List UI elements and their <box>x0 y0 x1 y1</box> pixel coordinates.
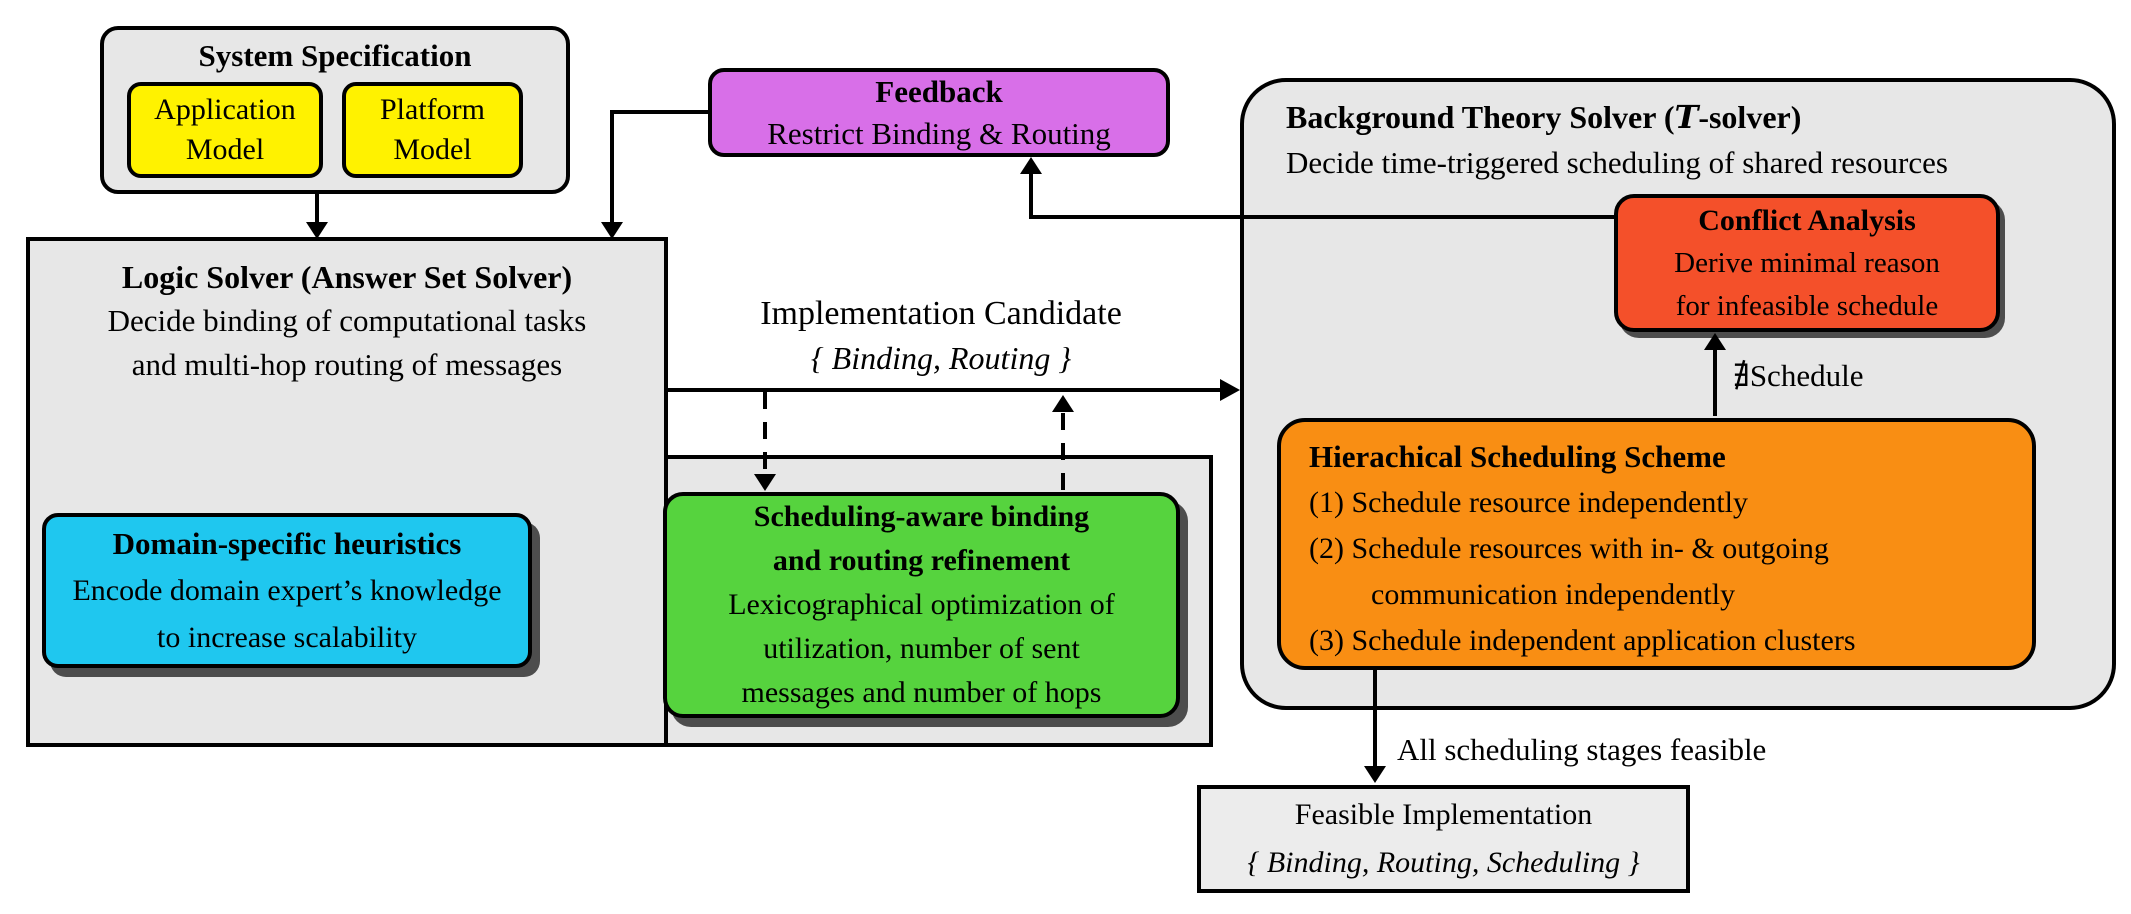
no-schedule-label: ∄Schedule <box>1733 358 1864 393</box>
feedback-box: Feedback Restrict Binding & Routing <box>708 68 1170 157</box>
implementation-candidate-line1: Implementation Candidate <box>760 295 1122 332</box>
all-stages-feasible-label: All scheduling stages feasible <box>1397 732 1767 767</box>
arrow-feedback-to-logic-solver <box>601 110 708 239</box>
conflict-analysis-body-line2: for infeasible schedule <box>1675 289 1939 322</box>
feasible-implementation-line2: { Binding, Routing, Scheduling } <box>1247 846 1640 879</box>
scheduling-refinement-box: Scheduling-aware binding and routing ref… <box>663 492 1180 718</box>
hss-item-2-line2: communication independently <box>1371 578 1736 611</box>
domain-heuristics-title: Domain-specific heuristics <box>112 526 462 561</box>
application-model-label: Application Model <box>154 93 296 166</box>
feedback-subtitle: Restrict Binding & Routing <box>767 115 1111 151</box>
logic-solver-title: Logic Solver (Answer Set Solver) <box>121 259 573 295</box>
hss-item-2-line1: (2) Schedule resources with in- & outgoi… <box>1309 532 1829 565</box>
logic-solver-box: Logic Solver (Answer Set Solver) Decide … <box>26 237 668 747</box>
implementation-candidate-line2: { Binding, Routing } <box>810 340 1072 376</box>
feasible-implementation-line1: Feasible Implementation <box>1294 798 1593 831</box>
domain-heuristics-body-line2: to increase scalability <box>157 621 417 654</box>
scheduling-refinement-body-line1: Lexicographical optimization of <box>728 588 1115 621</box>
tsolver-title-script-t: T <box>1674 98 1699 136</box>
tsolver-subtitle: Decide time-triggered scheduling of shar… <box>1286 145 1948 180</box>
hss-item-3: (3) Schedule independent application clu… <box>1309 624 1856 657</box>
platform-model-box: Platform Model <box>342 82 523 178</box>
conflict-analysis-box: Conflict Analysis Derive minimal reason … <box>1614 194 2000 332</box>
hierarchical-scheduling-box: Hierachical Scheduling Scheme (1) Schedu… <box>1277 418 2036 670</box>
scheduling-refinement-title-line2: and routing refinement <box>772 544 1071 577</box>
system-specification-title: System Specification <box>198 38 472 73</box>
logic-solver-desc-line1: Decide binding of computational tasks <box>107 303 587 338</box>
feedback-title: Feedback <box>875 73 1003 109</box>
tsolver-title: Background Theory Solver (T-solver) <box>1286 98 1802 136</box>
domain-heuristics-body-line1: Encode domain expert’s knowledge <box>72 574 502 607</box>
arrow-logic-solver-to-tsolver <box>666 379 1240 401</box>
scheduling-refinement-body-line3: messages and number of hops <box>741 676 1102 709</box>
conflict-analysis-title: Conflict Analysis <box>1698 203 1916 237</box>
platform-model-label: Platform Model <box>380 93 485 166</box>
scheduling-refinement-body-line2: utilization, number of sent <box>763 632 1080 665</box>
application-model-box: Application Model <box>127 82 323 178</box>
conflict-analysis-body-line1: Derive minimal reason <box>1674 246 1940 279</box>
feasible-implementation-box: Feasible Implementation { Binding, Routi… <box>1197 785 1690 893</box>
arrow-system-spec-to-logic-solver <box>306 194 328 239</box>
hss-item-1: (1) Schedule resource independently <box>1309 486 1748 519</box>
domain-heuristics-box: Domain-specific heuristics Encode domain… <box>42 513 532 668</box>
hierarchical-scheduling-title: Hierachical Scheduling Scheme <box>1309 439 1726 474</box>
logic-solver-desc-line2: and multi-hop routing of messages <box>131 347 563 382</box>
implementation-candidate-label: Implementation Candidate { Binding, Rout… <box>686 292 1196 380</box>
scheduling-refinement-title-line1: Scheduling-aware binding <box>753 500 1090 533</box>
